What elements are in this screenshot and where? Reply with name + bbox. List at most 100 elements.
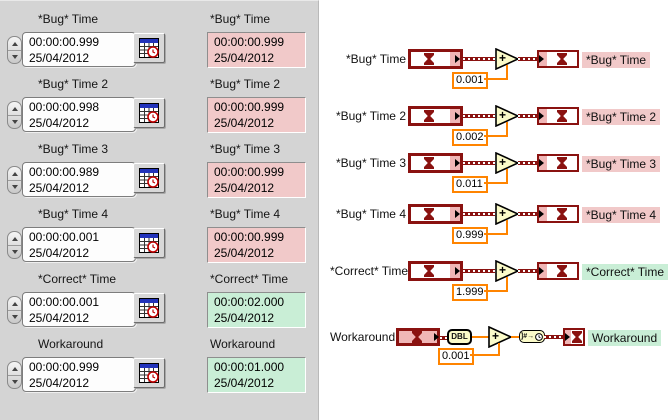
calendar-clock-icon <box>139 168 159 188</box>
time-spinner[interactable] <box>7 166 22 194</box>
input-arrow-icon <box>539 55 544 63</box>
numeric-wire <box>506 122 508 137</box>
diagram-row: *Correct* Time + 1.999 *Correct* Time <box>330 260 670 302</box>
time-spinner[interactable] <box>7 101 22 129</box>
time-input[interactable]: 00:00:00.989 25/04/2012 <box>22 162 136 197</box>
add-node[interactable]: + <box>495 203 519 225</box>
to-timestamp-node[interactable]: ]#→ <box>519 330 545 343</box>
spinner-up-icon[interactable] <box>8 167 21 181</box>
numeric-wire <box>498 343 500 356</box>
calendar-button[interactable] <box>133 293 165 323</box>
timestamp-wire <box>518 161 537 165</box>
control-label: *Bug* Time 2 <box>38 77 109 91</box>
numeric-wire <box>511 336 519 338</box>
terminal-label: *Bug* Time <box>345 52 406 66</box>
timestamp-indicator-terminal[interactable] <box>563 328 585 346</box>
calendar-button[interactable] <box>133 33 165 63</box>
input-arrow-icon <box>539 210 544 218</box>
time-spinner[interactable] <box>7 361 22 389</box>
terminal-label: *Bug* Time 3 <box>335 156 406 170</box>
spinner-down-icon[interactable] <box>8 50 21 63</box>
timestamp-control-terminal[interactable] <box>408 261 463 281</box>
numeric-constant[interactable]: 0.001 <box>438 348 474 365</box>
spinner-down-icon[interactable] <box>8 115 21 128</box>
hourglass-icon <box>557 265 567 277</box>
add-node[interactable]: + <box>488 326 512 348</box>
time-control: 00:00:00.999 25/04/2012 00:00:00.999 25/… <box>0 32 318 68</box>
time-spinner[interactable] <box>7 36 22 64</box>
spinner-up-icon[interactable] <box>8 362 21 376</box>
terminal-label: *Bug* Time 2 <box>582 109 661 125</box>
timestamp-indicator-terminal[interactable] <box>537 50 579 68</box>
numeric-wire <box>506 169 508 184</box>
add-node[interactable]: + <box>495 105 519 127</box>
timestamp-wire <box>463 269 495 273</box>
numeric-wire <box>484 182 508 184</box>
timestamp-indicator-terminal[interactable] <box>537 262 579 280</box>
output-arrow-icon <box>455 159 460 167</box>
spinner-down-icon[interactable] <box>8 310 21 323</box>
calendar-clock-icon <box>139 38 159 58</box>
spinner-up-icon[interactable] <box>8 232 21 246</box>
hourglass-icon <box>424 208 434 220</box>
control-label: *Correct* Time <box>38 272 117 286</box>
numeric-constant[interactable]: 1.999 <box>452 284 488 301</box>
indicator-label: *Correct* Time <box>210 272 289 286</box>
control-label: *Bug* Time 4 <box>38 207 109 221</box>
calendar-button[interactable] <box>133 98 165 128</box>
timestamp-control-terminal[interactable] <box>408 153 463 173</box>
timestamp-control-terminal[interactable] <box>396 328 440 346</box>
output-arrow-icon <box>455 210 460 218</box>
numeric-wire <box>472 336 489 338</box>
timestamp-wire <box>518 269 537 273</box>
calendar-button[interactable] <box>133 228 165 258</box>
hourglass-icon <box>424 157 434 169</box>
numeric-constant[interactable]: 0.002 <box>452 129 488 146</box>
time-control: 00:00:00.998 25/04/2012 00:00:00.999 25/… <box>0 97 318 133</box>
add-node[interactable]: + <box>495 152 519 174</box>
numeric-wire <box>484 78 508 80</box>
timestamp-indicator-terminal[interactable] <box>537 205 579 223</box>
spinner-up-icon[interactable] <box>8 102 21 116</box>
calendar-button[interactable] <box>133 358 165 388</box>
time-input[interactable]: 00:00:00.998 25/04/2012 <box>22 97 136 132</box>
numeric-wire <box>470 354 500 356</box>
spinner-up-icon[interactable] <box>8 297 21 311</box>
timestamp-wire <box>518 57 537 61</box>
time-input[interactable]: 00:00:00.999 25/04/2012 <box>22 32 136 67</box>
timestamp-indicator-terminal[interactable] <box>537 154 579 172</box>
timestamp-wire <box>463 57 495 61</box>
time-indicator: 00:00:00.999 25/04/2012 <box>207 32 306 68</box>
time-spinner[interactable] <box>7 231 22 259</box>
timestamp-wire <box>463 212 495 216</box>
time-spinner[interactable] <box>7 296 22 324</box>
add-node[interactable]: + <box>495 260 519 282</box>
terminal-label: *Correct* Time <box>582 264 669 280</box>
time-input[interactable]: 00:00:00.001 25/04/2012 <box>22 292 136 327</box>
input-arrow-icon <box>539 267 544 275</box>
spinner-down-icon[interactable] <box>8 375 21 388</box>
spinner-down-icon[interactable] <box>8 180 21 193</box>
time-control: 00:00:00.001 25/04/2012 00:00:00.999 25/… <box>0 227 318 263</box>
timestamp-wire <box>463 114 495 118</box>
clock-icon <box>535 332 544 341</box>
numeric-constant[interactable]: 0.011 <box>452 176 488 193</box>
diagram-row: *Bug* Time + 0.001 *Bug* Time <box>330 48 670 90</box>
control-label: *Bug* Time 3 <box>38 142 109 156</box>
to-double-node[interactable]: DBL <box>447 329 472 345</box>
numeric-constant[interactable]: 0.999 <box>452 227 488 244</box>
calendar-button[interactable] <box>133 163 165 193</box>
spinner-up-icon[interactable] <box>8 37 21 51</box>
timestamp-indicator-terminal[interactable] <box>537 107 579 125</box>
add-node[interactable]: + <box>495 48 519 70</box>
hourglass-icon <box>557 157 567 169</box>
spinner-down-icon[interactable] <box>8 245 21 258</box>
timestamp-control-terminal[interactable] <box>408 49 463 69</box>
numeric-constant[interactable]: 0.001 <box>452 72 488 89</box>
time-input[interactable]: 00:00:00.999 25/04/2012 <box>22 357 136 392</box>
timestamp-wire <box>544 335 563 339</box>
timestamp-control-terminal[interactable] <box>408 106 463 126</box>
timestamp-control-terminal[interactable] <box>408 204 463 224</box>
time-input[interactable]: 00:00:00.001 25/04/2012 <box>22 227 136 262</box>
